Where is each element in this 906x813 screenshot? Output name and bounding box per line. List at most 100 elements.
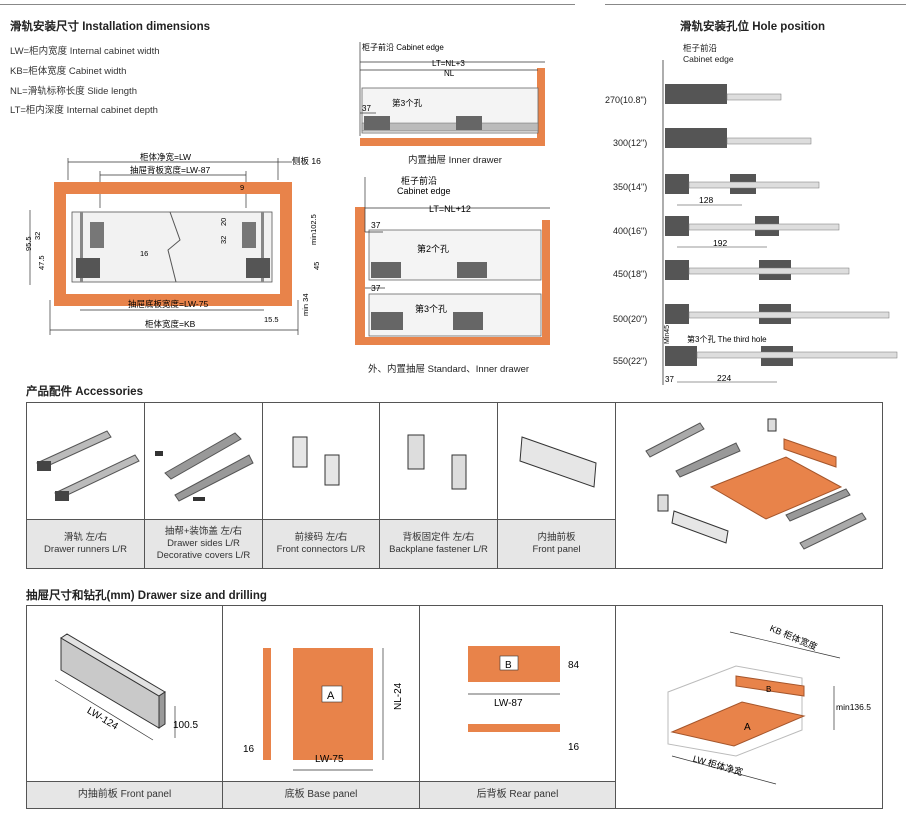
inner-third-label: 第3个孔 — [392, 98, 423, 108]
lw87-label: 抽屉背板宽度=LW-87 — [130, 165, 210, 175]
standard-drawer-drawing: 柜子前沿 Cabinet edge LT=NL+12 37 第2个孔 37 第3… — [355, 175, 550, 345]
hole-edge2-label: Cabinet edge — [683, 54, 734, 64]
kb-label: 柜体宽度=KB — [145, 319, 196, 329]
drawer-base-panel: A NL-24 16 LW-75 底板 Base panel — [223, 606, 420, 808]
accessory-fastener-cn: 背板固定件 左/右 — [402, 532, 475, 543]
hole-row-550: 550(22") — [613, 356, 648, 366]
accessory-runners-cn: 滑轨 左/右 — [63, 532, 108, 543]
accessories-title: 产品配件 Accessories — [26, 386, 143, 398]
drawer-size-title: 抽屉尺寸和钻孔(mm) Drawer size and drilling — [26, 590, 267, 602]
accessories-exploded-view — [645, 418, 867, 550]
hole-edge1-label: 柜子前沿 — [683, 43, 718, 53]
accessory-connectors-cn: 前接码 左/右 — [294, 532, 348, 543]
inner-37-label: 37 — [362, 104, 371, 113]
side-label: 侧板 16 — [292, 156, 321, 166]
d155-label: 15.5 — [264, 315, 279, 324]
base-a-label: A — [327, 690, 335, 702]
front-lw-label: LW-124 — [85, 705, 120, 732]
d34-label: min 34 — [301, 293, 310, 316]
drawer-front-panel: LW-124 100.5 内抽前板 Front panel — [27, 606, 223, 808]
top-rule-left — [0, 4, 575, 5]
base-panel-caption: 底板 Base panel — [223, 781, 419, 808]
standard-drawer-caption: 外、内置抽屉 Standard、Inner drawer — [368, 364, 530, 375]
d95-label: 95.5 — [24, 236, 33, 251]
hole-224-label: 224 — [717, 373, 731, 383]
hole-row-350: 350(14") — [613, 182, 648, 192]
hole-row-270: 270(10.8") — [605, 95, 647, 105]
d20-label: 20 — [219, 218, 228, 226]
hole-row-450: 450(18") — [613, 269, 648, 279]
iso-a-label: A — [744, 722, 751, 733]
lw75-label: 抽屉底板宽度=LW-75 — [128, 299, 208, 309]
base-panel-drawing: A NL-24 16 LW-75 — [243, 648, 404, 771]
iso-b-label: B — [766, 685, 771, 694]
hole-min45-label: Min45 — [664, 325, 671, 344]
accessory-covers-en: Decorative covers L/R — [156, 550, 251, 561]
base-nl-label: NL-24 — [393, 682, 404, 710]
accessory-runners-en: Drawer runners L/R — [44, 544, 127, 555]
def-lw: LW=柜内宽度 Internal cabinet width — [10, 46, 160, 57]
inner-lt-label: LT=NL+3 — [432, 59, 465, 68]
d45-label: 45 — [312, 262, 321, 270]
iso-min-label: min136.5 — [836, 702, 871, 712]
inner-drawer-drawing: 柜子前沿 Cabinet edge LT=NL+3 NL 37 第3个孔 — [359, 42, 545, 146]
d102-label: min102.5 — [309, 214, 318, 245]
inner-drawer-caption: 内置抽屉 Inner drawer — [408, 155, 502, 166]
d32-label: 32 — [33, 232, 42, 240]
std-third-label: 第3个孔 — [415, 303, 447, 314]
rear-b-label: B — [505, 660, 512, 671]
rear-16-label: 16 — [568, 742, 580, 753]
inner-nl-label: NL — [444, 69, 455, 78]
accessory-connectors-en: Front connectors L/R — [276, 544, 366, 555]
hole-row-500: 500(20") — [613, 314, 648, 324]
sides-image — [155, 432, 254, 502]
front-height-label: 100.5 — [173, 720, 198, 731]
rear-lw-label: LW-87 — [494, 698, 523, 709]
d16-label: 16 — [140, 249, 148, 258]
def-kb: KB=柜体宽度 Cabinet width — [10, 66, 127, 77]
accessory-fastener-en: Backplane fastener L/R — [389, 544, 488, 555]
d32b-label: 32 — [219, 236, 228, 244]
std-lt-label: LT=NL+12 — [429, 204, 471, 214]
rear-panel-caption: 后背板 Rear panel — [420, 781, 615, 808]
std-edge2-label: Cabinet edge — [397, 186, 451, 196]
d47-label: 47.5 — [37, 255, 46, 270]
installation-title: 滑轨安装尺寸 Installation dimensions — [10, 21, 210, 33]
hole-192-label: 192 — [713, 238, 727, 248]
cabinet-frame — [54, 182, 292, 306]
hole-128-label: 128 — [699, 195, 713, 205]
accessory-sides-en: Drawer sides L/R — [167, 538, 240, 549]
drawer-iso-view: KB 柜体宽度 LW 柜体净宽 min136.5 A B — [667, 622, 871, 785]
front-panel-caption: 内抽前板 Front panel — [27, 781, 222, 808]
hole-37-label: 37 — [665, 375, 674, 384]
iso-kb-label: KB 柜体宽度 — [768, 622, 819, 652]
hole-row-400: 400(16") — [613, 226, 648, 236]
lw-label: 柜体净宽=LW — [140, 152, 191, 162]
std-37b-label: 37 — [371, 283, 381, 293]
inner-edge-label: 柜子前沿 Cabinet edge — [362, 42, 444, 52]
rear-panel-drawing: B 84 LW-87 16 — [468, 646, 580, 753]
def-nl: NL=滑轨标称长度 Slide length — [10, 86, 137, 97]
front-panel-image — [519, 436, 597, 488]
accessory-front-panel-cn: 内抽前板 — [537, 532, 576, 543]
top-rule-right — [605, 4, 906, 5]
base-16-label: 16 — [243, 744, 255, 755]
connectors-image — [292, 436, 340, 486]
drawer-size-table: LW-124 100.5 内抽前板 Front panel A NL-24 16… — [26, 605, 883, 809]
hole-row-300: 300(12") — [613, 138, 648, 148]
hole-third-label: 第3个孔 The third hole — [687, 334, 767, 344]
runners-image — [36, 430, 140, 501]
fastener-image — [407, 434, 467, 490]
def-lt: LT=柜内深度 Internal cabinet depth — [10, 105, 158, 116]
front-section-drawing: 柜体净宽=LW 抽屉背板宽度=LW-87 侧板 16 抽屉底板宽度=LW-75 … — [24, 152, 321, 335]
accessory-front-panel-en: Front panel — [532, 544, 581, 555]
d9-label: 9 — [240, 183, 244, 192]
front-panel-drawing: LW-124 100.5 — [54, 633, 198, 741]
rear-84-label: 84 — [568, 660, 580, 671]
